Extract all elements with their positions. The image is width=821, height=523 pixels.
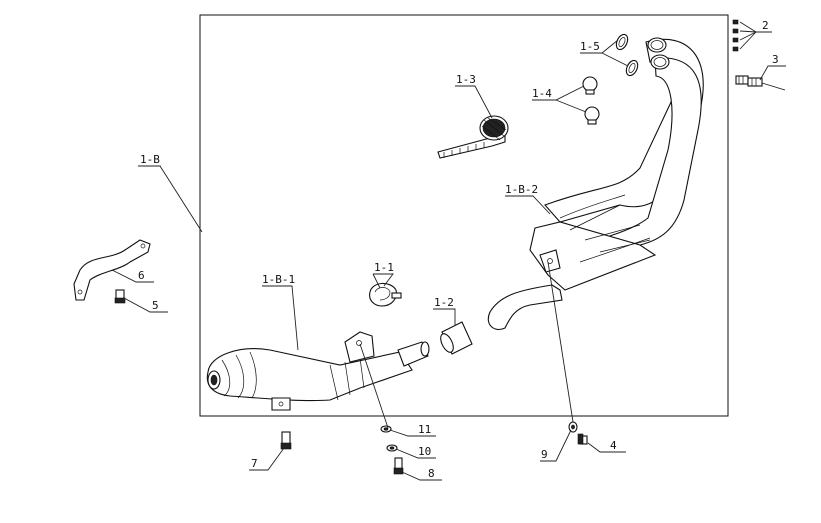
label-7: 7 bbox=[251, 457, 258, 470]
label-1-B-2: 1-B-2 bbox=[505, 183, 538, 196]
washer-11 bbox=[380, 425, 392, 433]
washer-10 bbox=[386, 444, 398, 452]
label-2: 2 bbox=[762, 19, 769, 32]
label-1-B: 1-B bbox=[140, 153, 160, 166]
bolt-5 bbox=[114, 289, 126, 304]
tube-1-2 bbox=[440, 321, 473, 355]
part-labels: 1-B 1-B-1 1-B-2 1-1 1-2 1-3 1-4 1-5 2 3 … bbox=[138, 19, 779, 480]
bolt-4 bbox=[577, 433, 588, 445]
label-4: 4 bbox=[610, 439, 617, 452]
plugs-1-4 bbox=[582, 76, 600, 125]
label-1-4: 1-4 bbox=[532, 87, 552, 100]
label-1-B-1: 1-B-1 bbox=[262, 273, 295, 286]
washer-9 bbox=[568, 421, 578, 433]
header-pipe-assembly bbox=[487, 37, 704, 330]
clamp-1-1 bbox=[369, 282, 402, 307]
label-1-5: 1-5 bbox=[580, 40, 600, 53]
label-1-1: 1-1 bbox=[374, 261, 394, 274]
label-3: 3 bbox=[772, 53, 779, 66]
bolt-8 bbox=[393, 457, 404, 475]
label-1-3: 1-3 bbox=[456, 73, 476, 86]
label-11: 11 bbox=[418, 423, 431, 436]
nuts-2 bbox=[732, 19, 739, 52]
label-1-2: 1-2 bbox=[434, 296, 454, 309]
muffler bbox=[206, 331, 430, 411]
label-9: 9 bbox=[541, 448, 548, 461]
sensor-3 bbox=[735, 75, 786, 91]
rings-1-5 bbox=[615, 33, 639, 77]
bolt-7 bbox=[280, 431, 292, 450]
leader-lines bbox=[111, 21, 786, 481]
label-8: 8 bbox=[428, 467, 435, 480]
label-10: 10 bbox=[418, 445, 431, 458]
assembly-frame bbox=[199, 14, 729, 417]
label-6: 6 bbox=[138, 269, 145, 282]
label-5: 5 bbox=[152, 299, 159, 312]
heat-wrap-1-3 bbox=[437, 115, 509, 159]
